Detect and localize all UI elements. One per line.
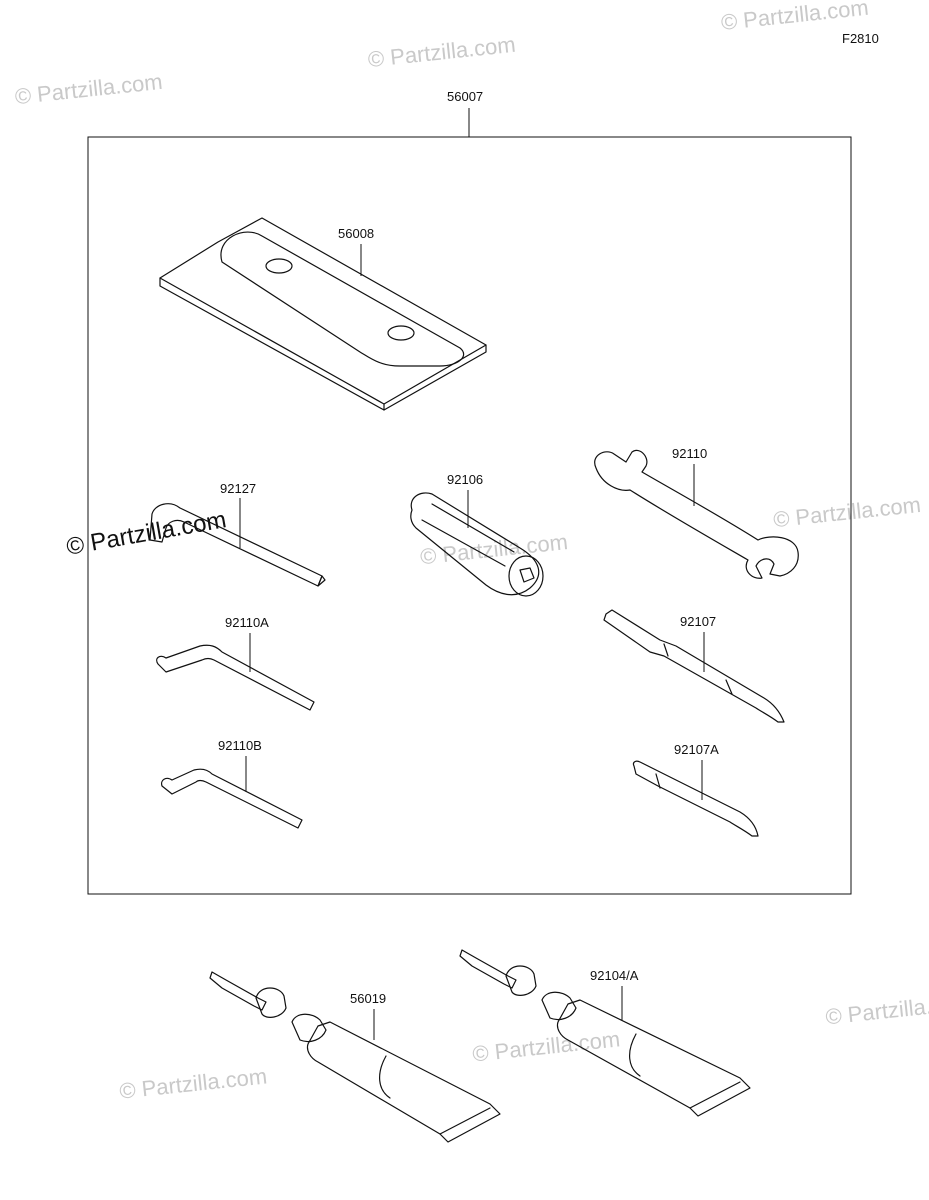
grease-tube-56019 <box>209 971 501 1143</box>
tool-case <box>159 217 487 411</box>
label-hex-wrench-2: 92110A <box>225 615 269 630</box>
screwdriver-92107 <box>603 609 785 723</box>
spanner-92110 <box>594 449 799 579</box>
label-screwdriver: 92107 <box>680 614 716 629</box>
bit-92107a <box>632 760 759 837</box>
label-grease-1: 56019 <box>350 991 386 1006</box>
label-spanner: 92110 <box>672 446 707 461</box>
watermark-bottom-right: © Partzilla.com <box>824 989 929 1029</box>
watermark-top-left: © Partzilla.com <box>14 69 164 109</box>
label-hex-wrench-1: 92127 <box>220 481 256 496</box>
watermark-middle-right: © Partzilla.com <box>772 492 922 532</box>
label-grease-2: 92104/A <box>590 968 639 983</box>
label-case: 56008 <box>338 226 374 241</box>
label-kit: 56007 <box>447 89 483 104</box>
grease-tube-92104a <box>459 949 751 1117</box>
watermark-bottom-center: © Partzilla.com <box>471 1026 621 1066</box>
hex-wrench-92127 <box>149 503 326 587</box>
label-hex-wrench-3: 92110B <box>218 738 262 753</box>
watermark-top-right: © Partzilla.com <box>720 0 870 35</box>
watermark-top-center: © Partzilla.com <box>367 32 517 72</box>
watermark-dark: © Partzilla.com <box>64 506 228 561</box>
kit-boundary <box>87 136 852 895</box>
hex-wrench-92110a <box>156 644 315 711</box>
label-bit: 92107A <box>674 742 719 757</box>
label-grip: 92106 <box>447 472 483 487</box>
hex-wrench-92110b <box>161 768 303 829</box>
watermarks: © Partzilla.com © Partzilla.com © Partzi… <box>14 0 929 1104</box>
grip-92106 <box>410 492 544 597</box>
watermark-bottom-left: © Partzilla.com <box>118 1063 268 1103</box>
figure-code: F2810 <box>842 31 879 46</box>
